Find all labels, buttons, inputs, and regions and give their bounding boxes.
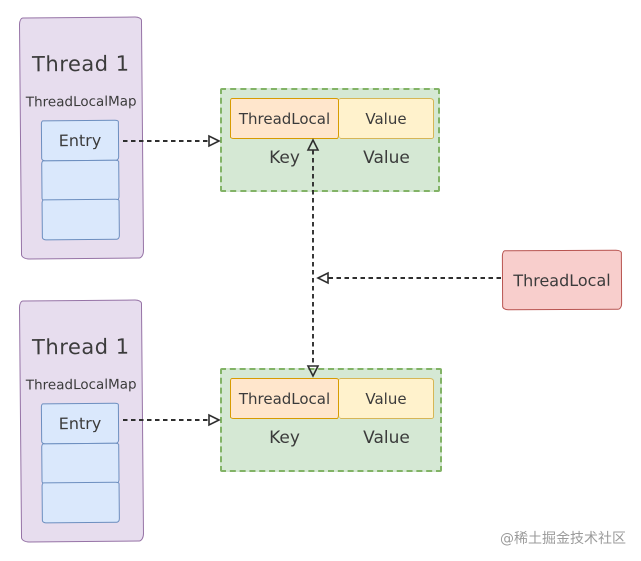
thread-title: Thread 1 bbox=[32, 51, 130, 77]
key-label: Key bbox=[269, 428, 300, 448]
arrow-threadlocal-horizontal bbox=[316, 271, 501, 285]
entry-stack: Entry bbox=[40, 402, 120, 524]
threadlocalmap-label: ThreadLocalMap bbox=[25, 376, 137, 394]
threadlocalmap-label: ThreadLocalMap bbox=[25, 93, 137, 111]
thread-title: Thread 1 bbox=[32, 334, 130, 360]
key-cell-threadlocal: ThreadLocal bbox=[230, 98, 339, 139]
key-label: Key bbox=[269, 148, 300, 168]
key-value-pair: ThreadLocal Value bbox=[230, 378, 434, 419]
thread-panel-bottom: Thread 1 ThreadLocalMap Entry bbox=[18, 299, 145, 543]
entry-cell: Entry bbox=[40, 119, 120, 162]
key-value-pair: ThreadLocal Value bbox=[230, 98, 434, 139]
entry-stack: Entry bbox=[40, 119, 120, 241]
value-label: Value bbox=[363, 428, 410, 448]
entry-cell: Entry bbox=[40, 402, 120, 445]
thread-panel-top: Thread 1 ThreadLocalMap Entry bbox=[18, 16, 145, 260]
map-entry-box-top: ThreadLocal Value Key Value bbox=[220, 88, 440, 192]
entry-cell bbox=[41, 442, 120, 484]
value-cell: Value bbox=[339, 378, 434, 419]
value-label: Value bbox=[363, 148, 410, 168]
entry-cell bbox=[41, 198, 120, 241]
threadlocal-box: ThreadLocal bbox=[501, 249, 623, 311]
value-cell: Value bbox=[339, 98, 434, 139]
watermark: @稀土掘金技术社区 bbox=[500, 531, 626, 547]
pair-labels: Key Value bbox=[230, 148, 434, 168]
map-entry-box-bottom: ThreadLocal Value Key Value bbox=[220, 368, 442, 472]
key-cell-threadlocal: ThreadLocal bbox=[230, 378, 339, 419]
entry-cell bbox=[41, 159, 120, 201]
entry-cell bbox=[41, 481, 120, 524]
pair-labels: Key Value bbox=[230, 428, 434, 448]
